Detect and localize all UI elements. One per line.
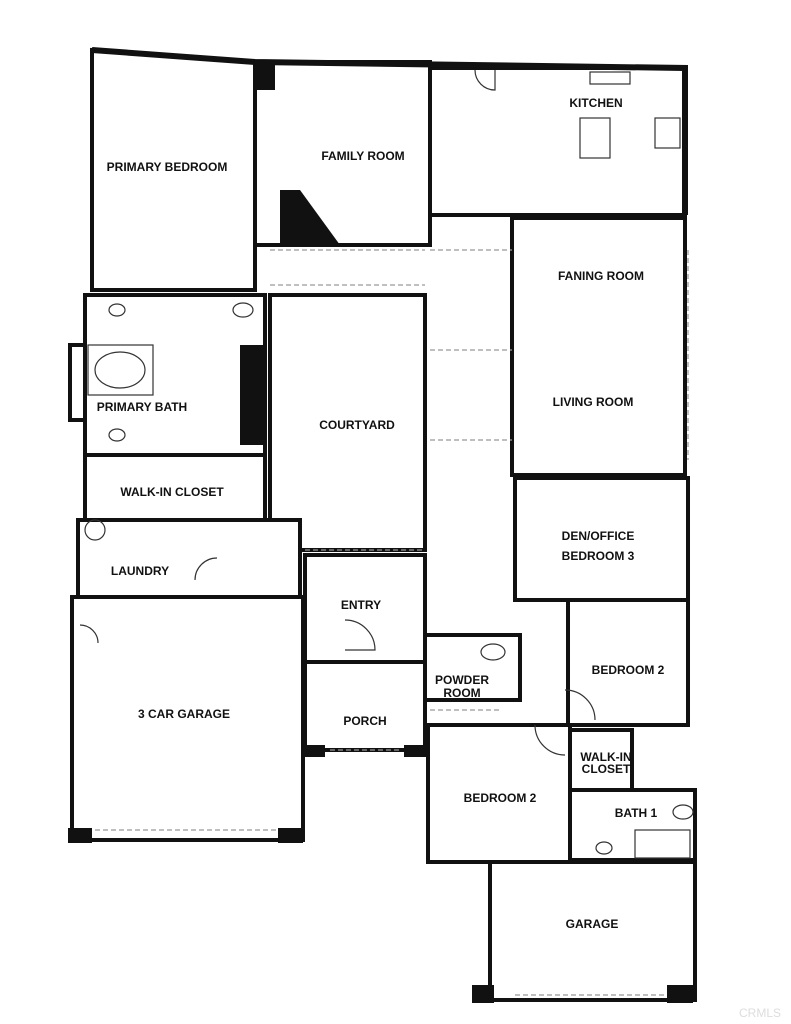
sink xyxy=(108,303,126,317)
bath-1 xyxy=(568,788,697,862)
tub-surround xyxy=(87,344,154,396)
walk-in-closet xyxy=(568,728,634,792)
entry xyxy=(303,553,427,664)
kitchen xyxy=(428,66,687,217)
label-primary-bedroom: PRIMARY BEDROOM xyxy=(107,160,228,174)
toilet xyxy=(232,302,254,318)
door-swing xyxy=(534,724,566,756)
label-kitchen: KITCHEN xyxy=(569,96,622,110)
label-bedroom-2-upper: BEDROOM 2 xyxy=(592,663,665,677)
door-swing xyxy=(344,619,376,651)
label-family-room: FAMILY ROOM xyxy=(321,149,404,163)
label-walk-in: WALK-IN xyxy=(580,750,631,764)
bedroom-2-upper xyxy=(566,598,690,727)
label-courtyard: COURTYARD xyxy=(319,418,395,432)
exterior-wall xyxy=(91,47,688,215)
label-den-office: DEN/OFFICE xyxy=(562,529,635,543)
label-bath-1: BATH 1 xyxy=(615,806,658,820)
sink xyxy=(108,428,126,442)
watermark: CRMLS xyxy=(739,1006,781,1020)
label-powder: POWDER xyxy=(435,673,489,687)
laundry xyxy=(76,518,302,599)
label-entry: ENTRY xyxy=(341,598,381,612)
toilet xyxy=(672,804,694,820)
label-porch: PORCH xyxy=(343,714,386,728)
sink xyxy=(595,841,613,855)
doors-fixtures xyxy=(79,69,694,859)
garage xyxy=(488,860,697,1002)
label-bedroom-3: BEDROOM 3 xyxy=(562,549,635,563)
label-living-room: LIVING ROOM xyxy=(553,395,634,409)
powder-room xyxy=(423,633,522,702)
label-faning-room: FANING ROOM xyxy=(558,269,644,283)
door-swing xyxy=(194,557,218,581)
courtyard xyxy=(268,293,427,552)
label-laundry: LAUNDRY xyxy=(111,564,169,578)
label-primary-bath: PRIMARY BATH xyxy=(97,400,187,414)
label-walk-in-closet-primary: WALK-IN CLOSET xyxy=(120,485,224,499)
label-powder-room: ROOM xyxy=(443,686,480,700)
kitchen-island xyxy=(579,117,611,159)
kitchen-sink xyxy=(589,71,631,85)
porch xyxy=(303,660,427,752)
door-swing xyxy=(564,689,596,721)
toilet xyxy=(480,643,506,661)
room-labels: PRIMARY BEDROOM FAMILY ROOM KITCHEN FANI… xyxy=(97,96,665,931)
range xyxy=(654,117,681,149)
walk-in-closet-primary xyxy=(83,453,267,522)
water-heater xyxy=(84,519,106,541)
wall-blocks xyxy=(68,62,693,1003)
rooms xyxy=(68,47,697,1002)
label-closet: CLOSET xyxy=(582,762,631,776)
primary-bath-bump xyxy=(68,343,87,422)
label-garage: GARAGE xyxy=(566,917,619,931)
label-bedroom-2-lower: BEDROOM 2 xyxy=(464,791,537,805)
door-swing xyxy=(79,624,99,644)
bathtub-bath1 xyxy=(634,829,691,859)
bathtub xyxy=(94,351,146,389)
three-car-garage xyxy=(70,595,305,842)
living-room xyxy=(510,216,687,477)
door-swing xyxy=(474,69,496,91)
label-3-car-garage: 3 CAR GARAGE xyxy=(138,707,230,721)
